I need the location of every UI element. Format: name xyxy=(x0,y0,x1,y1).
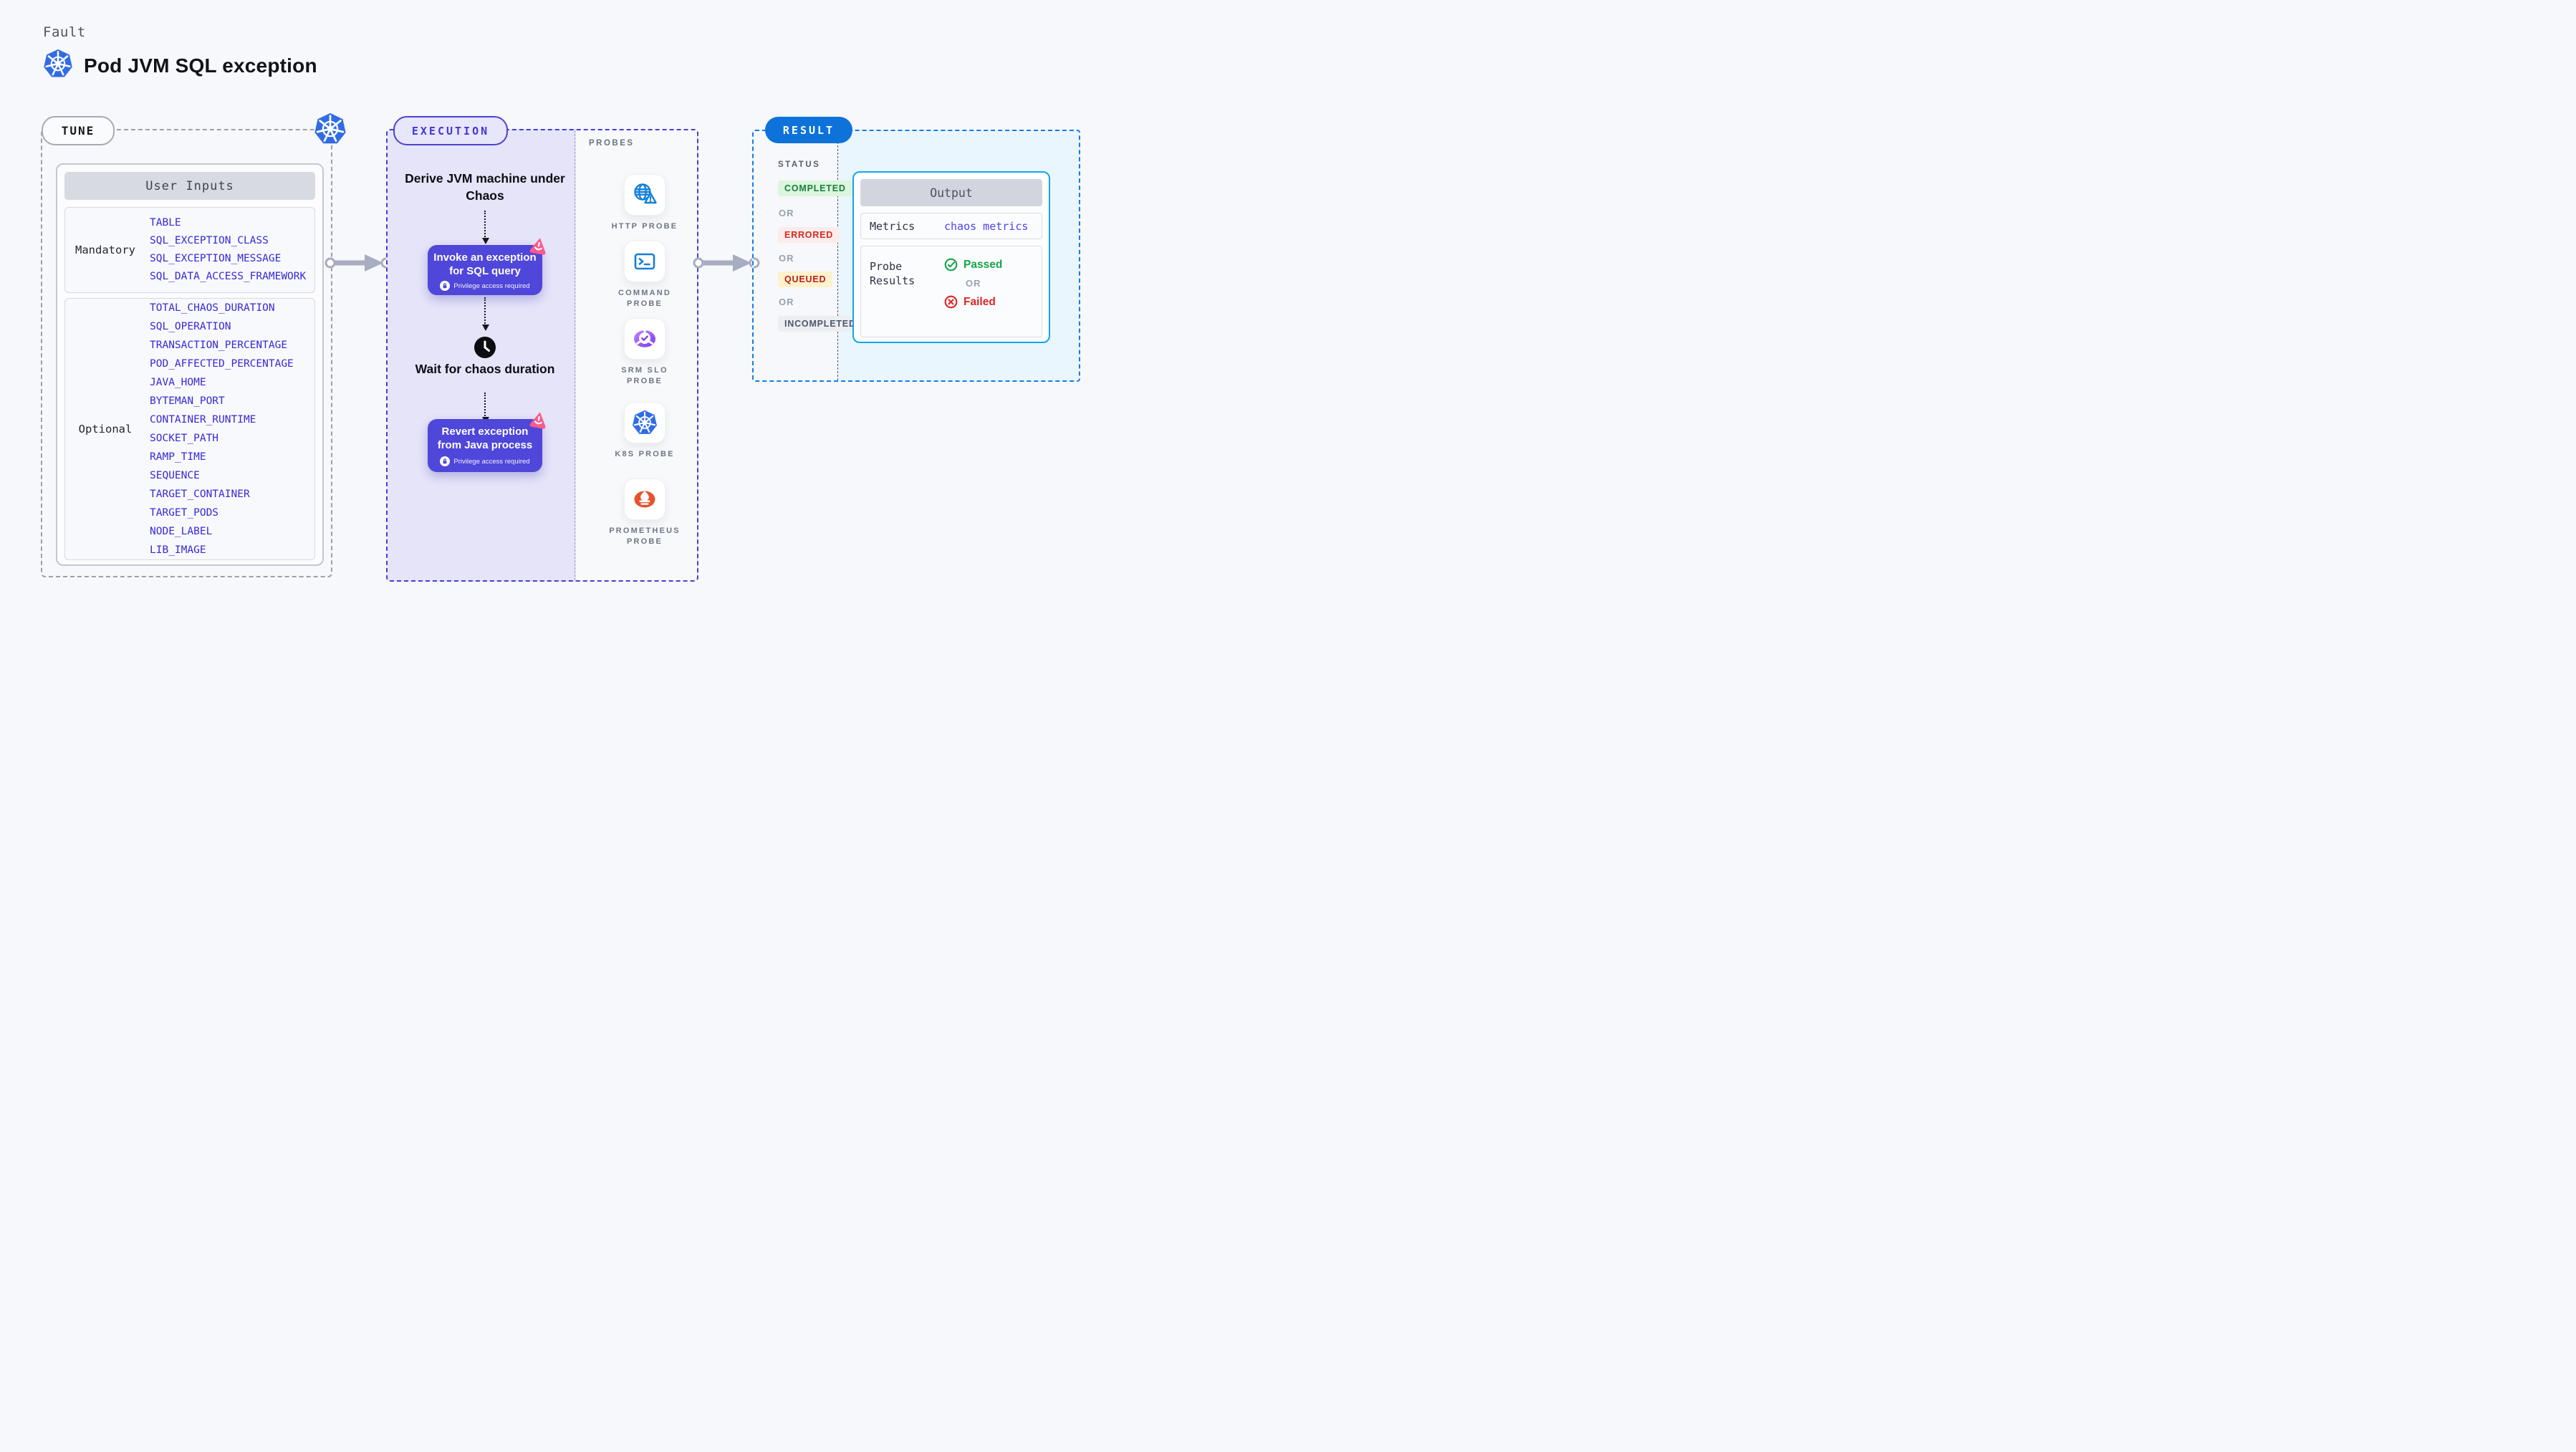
param-link[interactable]: POD_AFFECTED_PERCENTAGE xyxy=(150,358,294,370)
probe-item-srm-slo: SRM SLO PROBE xyxy=(587,318,702,386)
probe-label: K8S PROBE xyxy=(615,450,675,458)
litmus-chaos-icon xyxy=(527,409,549,435)
metrics-row: Metrics chaos metrics xyxy=(860,213,1042,239)
flow-arrow-right-icon xyxy=(692,252,761,274)
result-pill[interactable]: RESULT xyxy=(765,117,852,143)
passed-label: Passed xyxy=(963,258,1003,271)
probe-passed: Passed xyxy=(944,258,1002,271)
http-probe-icon[interactable] xyxy=(624,174,665,216)
param-link[interactable]: SEQUENCE xyxy=(150,470,200,481)
step-wait-label: Wait for chaos duration xyxy=(415,362,555,376)
probe-label: PROMETHEUS PROBE xyxy=(609,527,681,546)
flow-connector-down-icon xyxy=(482,297,489,331)
flow-connector-down-icon xyxy=(482,393,489,423)
status-title: STATUS xyxy=(778,160,821,169)
probe-label: HTTP PROBE xyxy=(611,222,678,231)
srm-slo-probe-icon[interactable] xyxy=(624,318,665,360)
k8s-probe-icon[interactable] xyxy=(624,402,665,443)
x-circle-icon xyxy=(944,295,958,309)
status-badge-incompleted: INCOMPLETED xyxy=(778,316,862,332)
invoke-exception-step-button[interactable]: Invoke an exception for SQL query Privil… xyxy=(428,245,542,295)
step-label: Revert exception from Java process xyxy=(437,425,533,451)
group-label: Mandatory xyxy=(75,244,135,256)
probe-failed: Failed xyxy=(944,295,1002,309)
probe-item-prometheus: PROMETHEUS PROBE xyxy=(587,479,702,547)
flow-arrow-right-icon xyxy=(324,252,393,274)
metrics-value[interactable]: chaos metrics xyxy=(944,219,1029,233)
status-badge-completed: COMPLETED xyxy=(778,181,852,196)
output-title: Output xyxy=(860,179,1042,206)
or-separator: OR xyxy=(779,208,794,218)
param-link[interactable]: SQL_DATA_ACCESS_FRAMEWORK xyxy=(150,271,307,282)
failed-label: Failed xyxy=(963,295,996,308)
status-badge-queued: QUEUED xyxy=(778,271,833,287)
page-title-row: Pod JVM SQL exception xyxy=(42,48,317,82)
litmus-chaos-icon xyxy=(527,235,549,261)
group-label: Optional xyxy=(78,423,133,436)
privilege-note: Privilege access required xyxy=(440,281,530,291)
param-link[interactable]: TARGET_PODS xyxy=(150,507,219,519)
or-separator: OR xyxy=(779,297,794,307)
check-circle-icon xyxy=(944,258,958,271)
step-label: Invoke an exception for SQL query xyxy=(433,251,537,277)
revert-exception-step-button[interactable]: Revert exception from Java process Privi… xyxy=(428,419,542,472)
mandatory-params: TABLE SQL_EXCEPTION_CLASS SQL_EXCEPTION_… xyxy=(145,208,314,292)
probe-item-k8s: K8S PROBE xyxy=(587,402,702,460)
flow-connector-down-icon xyxy=(482,211,489,244)
page-title: Pod JVM SQL exception xyxy=(84,54,317,77)
user-inputs-card: User Inputs Mandatory TABLE SQL_EXCEPTIO… xyxy=(56,163,324,566)
probe-label: COMMAND PROBE xyxy=(617,289,672,308)
or-separator: OR xyxy=(966,278,981,289)
probe-label: SRM SLO PROBE xyxy=(621,366,668,385)
probe-item-http: HTTP PROBE xyxy=(587,174,702,232)
param-link[interactable]: RAMP_TIME xyxy=(150,451,206,463)
mandatory-group: Mandatory TABLE SQL_EXCEPTION_CLASS SQL_… xyxy=(64,207,315,293)
param-link[interactable]: TOTAL_CHAOS_DURATION xyxy=(150,302,275,314)
clock-icon xyxy=(474,337,496,362)
param-link[interactable]: SQL_EXCEPTION_CLASS xyxy=(150,235,269,246)
optional-group: Optional TOTAL_CHAOS_DURATION SQL_OPERAT… xyxy=(64,298,315,560)
lock-icon xyxy=(440,456,451,466)
param-link[interactable]: BYTEMAN_PORT xyxy=(150,395,225,407)
tune-pill[interactable]: TUNE xyxy=(42,116,115,145)
or-separator: OR xyxy=(779,253,794,264)
probe-item-command: COMMAND PROBE xyxy=(587,241,702,309)
probe-results-row: Probe Results Passed OR xyxy=(860,246,1042,337)
optional-params: TOTAL_CHAOS_DURATION SQL_OPERATION TRANS… xyxy=(145,299,314,559)
tune-section xyxy=(41,129,332,577)
param-link[interactable]: NODE_LABEL xyxy=(150,526,213,537)
metrics-label: Metrics xyxy=(870,219,915,233)
param-link[interactable]: JAVA_HOME xyxy=(150,377,206,388)
user-inputs-title: User Inputs xyxy=(64,172,315,200)
kubernetes-icon xyxy=(42,48,74,82)
param-link[interactable]: SQL_EXCEPTION_MESSAGE xyxy=(150,253,282,264)
probes-title: PROBES xyxy=(589,139,635,148)
kubernetes-icon xyxy=(314,112,347,149)
param-link[interactable]: LIB_IMAGE xyxy=(150,544,206,556)
execution-pill[interactable]: EXECUTION xyxy=(393,116,508,145)
status-badge-errored: ERRORED xyxy=(778,227,840,243)
step-derive-label: Derive JVM machine under Chaos xyxy=(405,171,565,203)
prometheus-probe-icon[interactable] xyxy=(624,479,665,520)
fault-diagram-page: Fault Pod JVM SQL exception TUNE User In… xyxy=(0,0,1103,622)
privilege-note-text: Privilege access required xyxy=(453,457,530,466)
probe-results-values: Passed OR Failed xyxy=(944,246,1002,337)
command-probe-icon[interactable] xyxy=(624,241,665,282)
privilege-note-text: Privilege access required xyxy=(453,282,530,290)
param-link[interactable]: SOCKET_PATH xyxy=(150,433,219,444)
output-card: Output Metrics chaos metrics Probe Resul… xyxy=(852,171,1050,343)
fault-kicker: Fault xyxy=(43,24,86,40)
probe-results-label: Probe Results xyxy=(870,260,915,287)
param-link[interactable]: TABLE xyxy=(150,217,181,229)
privilege-note: Privilege access required xyxy=(440,456,530,466)
param-link[interactable]: CONTAINER_RUNTIME xyxy=(150,414,256,425)
lock-icon xyxy=(440,281,451,291)
param-link[interactable]: SQL_OPERATION xyxy=(150,321,231,332)
param-link[interactable]: TRANSACTION_PERCENTAGE xyxy=(150,340,288,351)
status-output-divider xyxy=(837,131,838,380)
param-link[interactable]: TARGET_CONTAINER xyxy=(150,489,250,500)
